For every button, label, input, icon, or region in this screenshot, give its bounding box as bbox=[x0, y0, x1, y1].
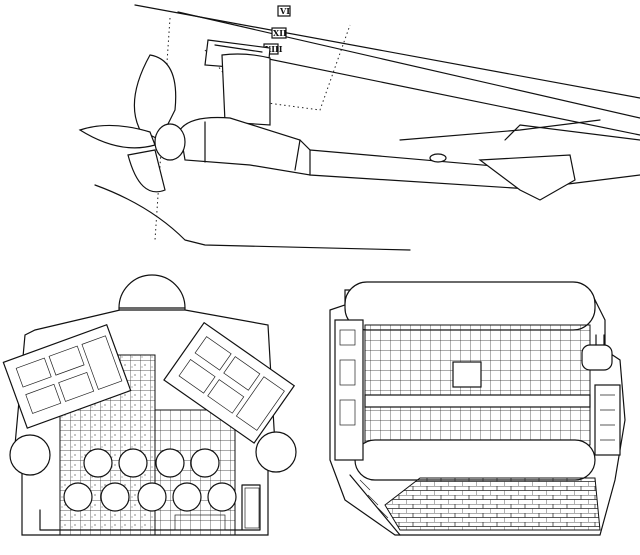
left-side-drum bbox=[9, 434, 51, 476]
frame-mark-2: XII bbox=[273, 28, 287, 38]
shaft-fitting bbox=[429, 153, 447, 163]
propeller-hub bbox=[154, 123, 186, 161]
propeller-blade-lower bbox=[127, 149, 166, 193]
right-angled-block bbox=[163, 321, 296, 444]
hull-line-lower bbox=[559, 174, 640, 186]
plan-view bbox=[329, 281, 626, 536]
bottom-compartments bbox=[39, 484, 261, 531]
right-stack bbox=[581, 344, 613, 371]
boiler-drums bbox=[63, 448, 237, 512]
brick-foundation bbox=[384, 477, 601, 531]
pod-strut bbox=[221, 53, 271, 126]
aft-fin bbox=[478, 154, 576, 201]
hull-step bbox=[399, 119, 601, 141]
middle-rail bbox=[364, 394, 591, 408]
dotted-guide-1 bbox=[154, 17, 171, 241]
center-hatch bbox=[452, 361, 482, 388]
boiler-section-view bbox=[2, 274, 297, 536]
hull-keel-line bbox=[94, 184, 411, 251]
propeller bbox=[78, 54, 186, 193]
propeller-pod-view: VI XII XIII bbox=[78, 4, 640, 251]
right-bay bbox=[594, 384, 621, 456]
hull-line-2 bbox=[177, 11, 640, 119]
right-side-drum bbox=[255, 431, 297, 473]
left-angled-block bbox=[2, 323, 132, 429]
pod-body bbox=[179, 116, 321, 176]
frame-marks: VI XII XIII bbox=[263, 5, 291, 55]
bottom-capsule bbox=[354, 439, 596, 481]
top-capsule bbox=[344, 281, 596, 331]
left-side-compartments bbox=[334, 319, 401, 536]
hull-line-3 bbox=[214, 47, 640, 136]
hull-step-2 bbox=[504, 124, 640, 141]
hull-line-upper bbox=[134, 4, 640, 99]
frame-mark-3: XIII bbox=[265, 44, 283, 54]
frame-mark-1: VI bbox=[279, 6, 290, 16]
